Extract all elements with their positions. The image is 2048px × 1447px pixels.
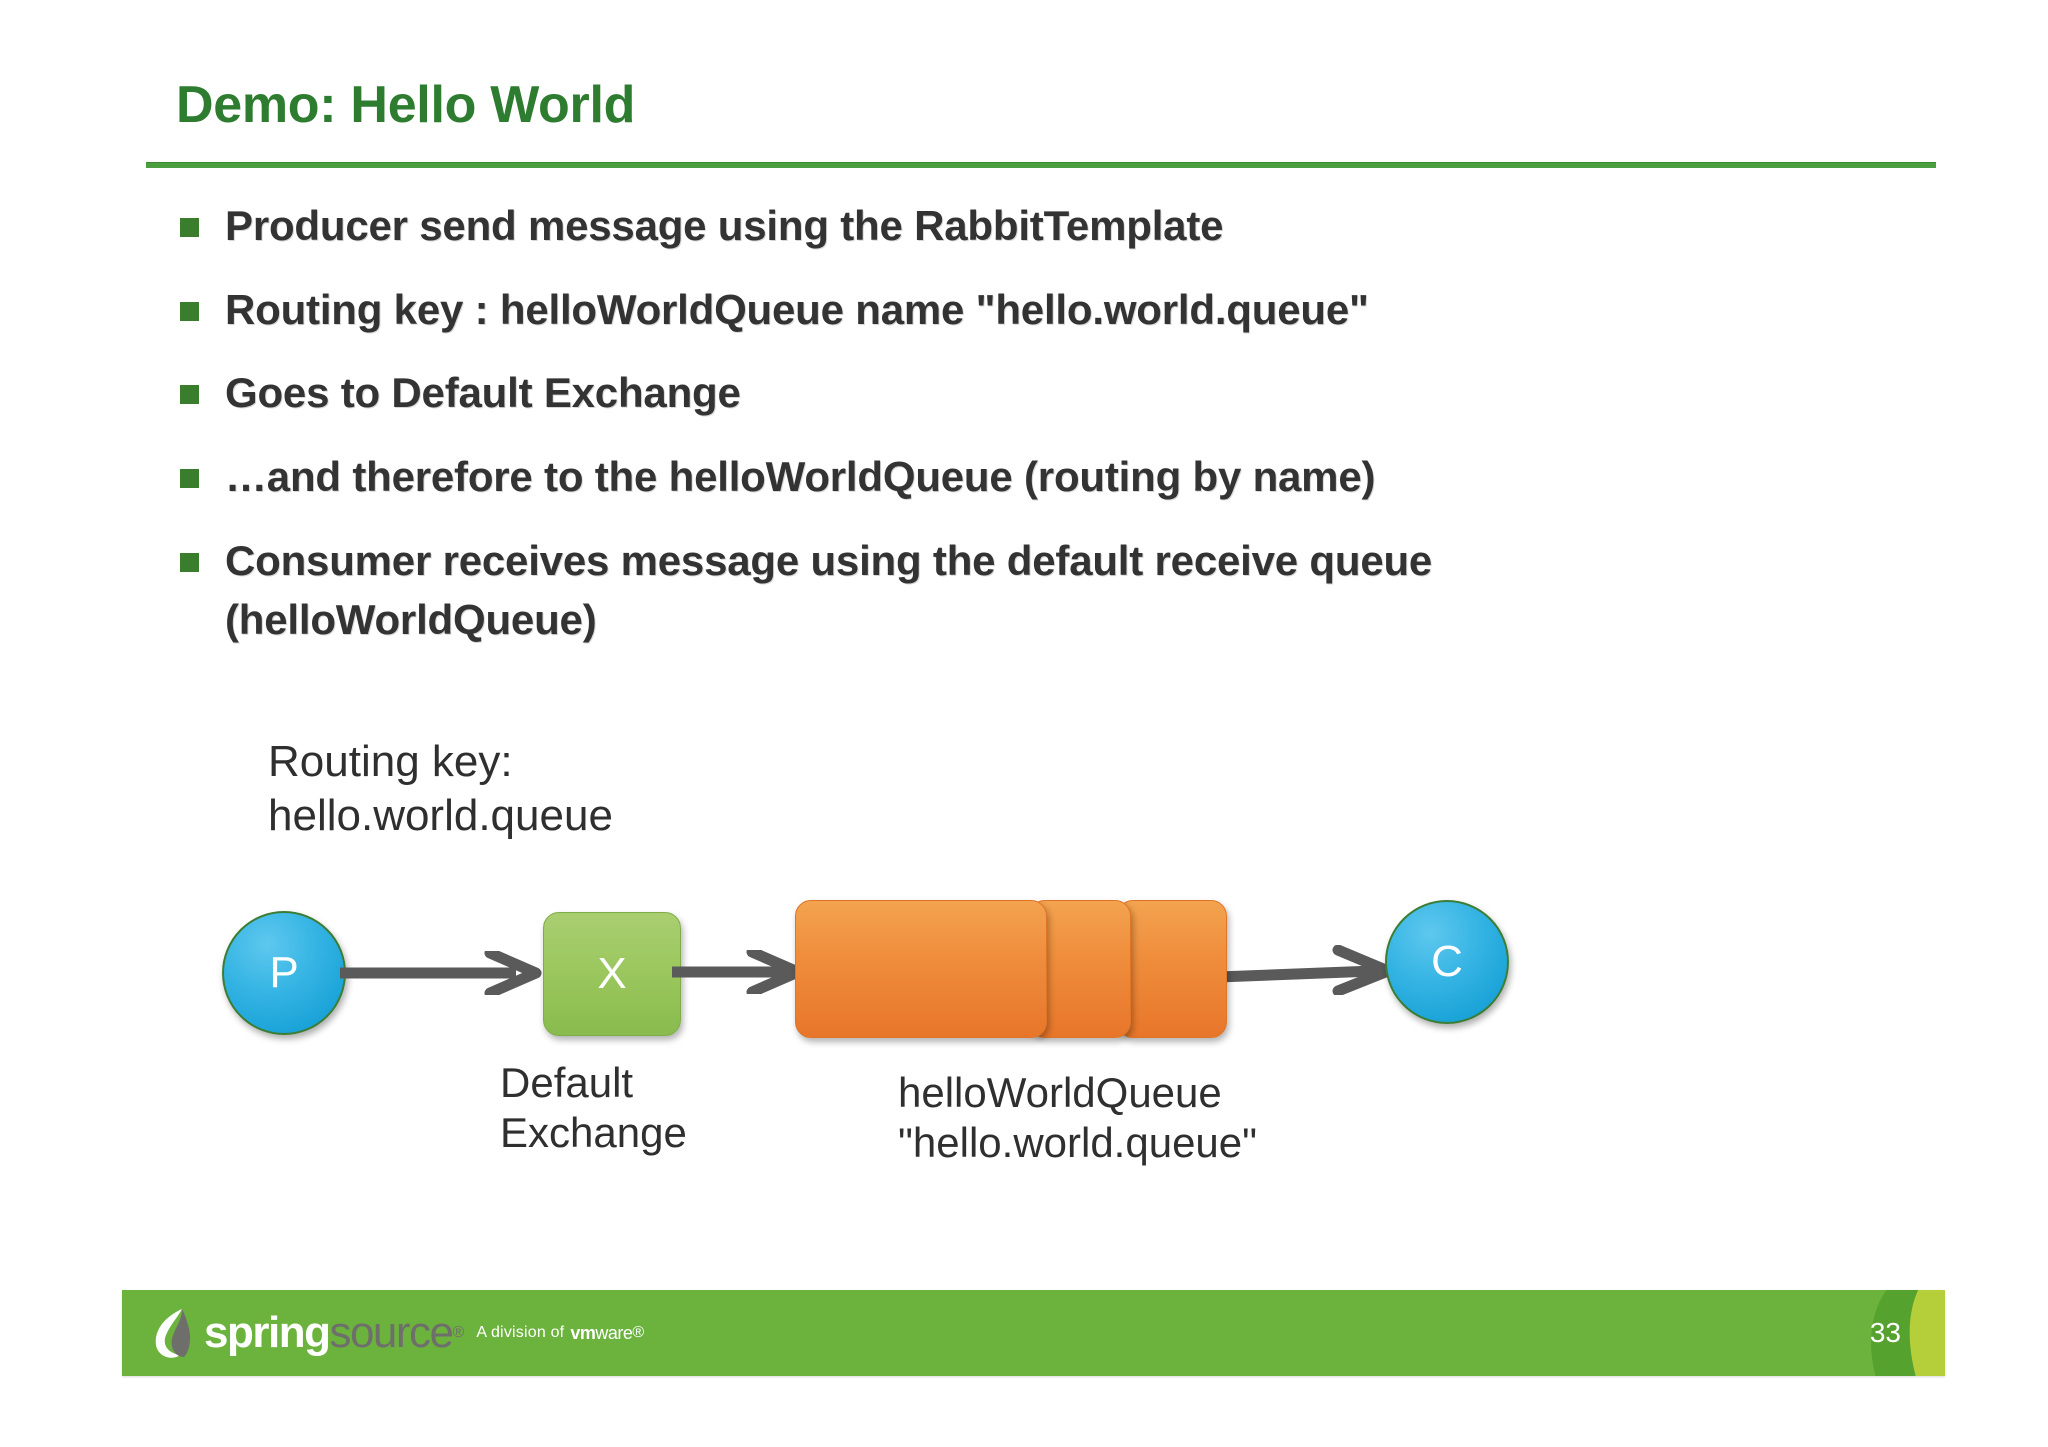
exchange-caption: Default Exchange — [500, 1059, 687, 1156]
spring-leaf-icon — [155, 1309, 191, 1358]
title-block: Demo: Hello World — [176, 78, 1936, 133]
list-item: …and therefore to the helloWorldQueue (r… — [180, 447, 1940, 507]
exchange-label: X — [597, 949, 627, 998]
queue-segment — [795, 900, 1047, 1038]
logo-trademark: ® — [452, 1324, 465, 1341]
producer-node: P — [222, 911, 346, 1035]
vmware-vm-text: vm — [570, 1323, 596, 1343]
messaging-flow-diagram: Routing key: hello.world.queue P X — [0, 700, 2048, 1180]
list-item: Producer send message using the RabbitTe… — [180, 196, 1940, 256]
square-bullet-icon — [180, 468, 199, 488]
page-title: Demo: Hello World — [176, 76, 636, 134]
springsource-logo: spring source ® A division of vm ware ® — [152, 1307, 644, 1359]
vmware-trademark: ® — [632, 1324, 645, 1341]
square-bullet-icon — [180, 218, 199, 237]
queue-caption: helloWorldQueue "hello.world.queue" — [898, 1069, 1258, 1166]
bullet-text: …and therefore to the helloWorldQueue (r… — [225, 452, 1376, 500]
footer-bar: spring source ® A division of vm ware ® … — [122, 1290, 1945, 1376]
consumer-label: C — [1431, 937, 1463, 986]
list-item: Routing key : helloWorldQueue name "hell… — [180, 280, 1940, 340]
routing-key-annotation: Routing key: hello.world.queue — [268, 737, 613, 840]
list-item: Goes to Default Exchange — [180, 363, 1940, 423]
square-bullet-icon — [180, 301, 199, 321]
queue-segment — [1117, 900, 1227, 1038]
square-bullet-icon — [180, 552, 199, 572]
title-divider — [146, 162, 1936, 168]
bullet-text: Consumer receives message using the defa… — [225, 536, 1433, 644]
bullet-text: Producer send message using the RabbitTe… — [225, 202, 1224, 249]
division-text: A division of — [476, 1324, 565, 1341]
arrow-producer-to-exchange — [340, 951, 552, 995]
page-number: 33 — [1869, 1317, 1901, 1348]
arrow-exchange-to-queue — [672, 950, 812, 994]
square-bullet-icon — [180, 385, 199, 405]
leaf-decoration-icon — [1871, 1290, 1945, 1376]
producer-label: P — [269, 948, 299, 997]
vmware-ware-text: ware — [595, 1322, 633, 1343]
queue-group — [795, 900, 1227, 1038]
logo-spring-text: spring — [204, 1308, 331, 1357]
bullet-text: Routing key : helloWorldQueue name "hell… — [225, 285, 1369, 333]
bullet-list: Producer send message using the RabbitTe… — [180, 196, 1940, 674]
exchange-node: X — [543, 912, 681, 1036]
arrow-queue-to-consumer — [1218, 945, 1404, 995]
list-item: Consumer receives message using the defa… — [180, 531, 1940, 650]
logo-source-text: source — [329, 1308, 454, 1357]
bullet-text: Goes to Default Exchange — [225, 369, 741, 417]
consumer-node: C — [1385, 900, 1509, 1024]
